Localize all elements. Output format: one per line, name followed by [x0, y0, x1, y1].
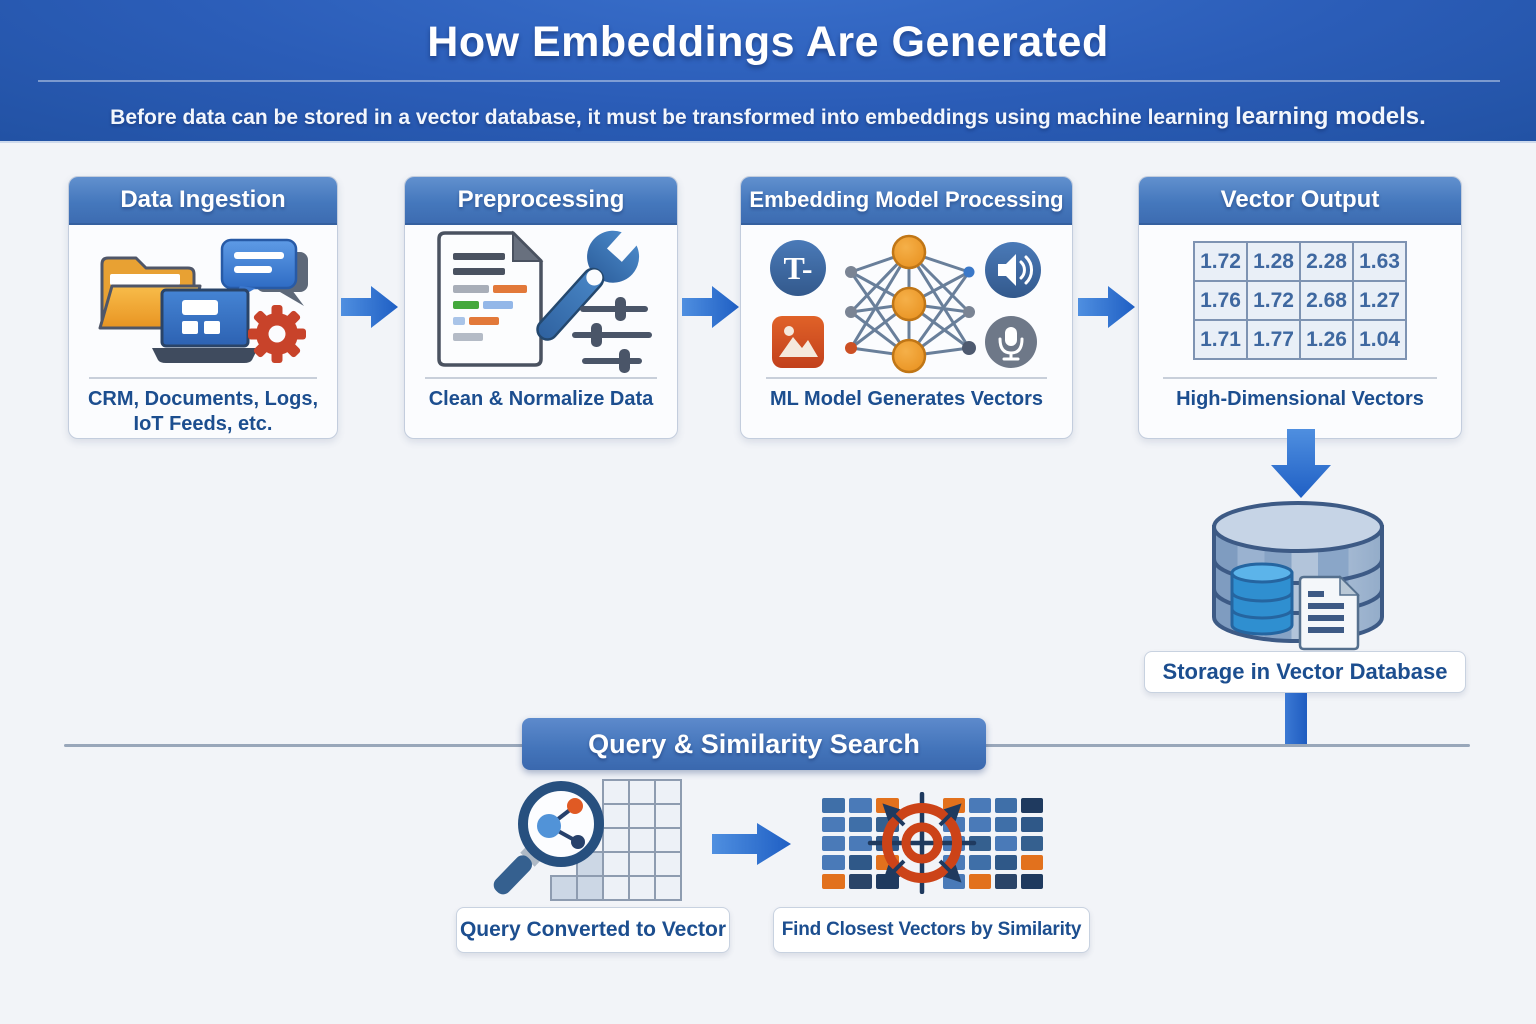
step-title-vector-output: Vector Output	[1139, 177, 1461, 225]
gear-icon	[248, 305, 306, 363]
step-box-data-ingestion: Data Ingestion	[68, 176, 338, 439]
step-caption-embedding-model: ML Model Generates Vectors	[769, 388, 1044, 410]
similarity-target-icon	[867, 792, 977, 894]
preprocessing-icons	[405, 225, 677, 377]
step-divider	[89, 377, 317, 379]
step-title-data-ingestion: Data Ingestion	[69, 177, 337, 225]
query-caption: Query Converted to Vector	[456, 907, 730, 953]
query-vector-icon	[493, 779, 682, 901]
step-box-embedding-model: Embedding Model Processing	[740, 176, 1073, 439]
vector-grid-icon	[550, 779, 682, 901]
arrow-down-icon	[1271, 429, 1331, 498]
page-header: How Embeddings Are Generated Before data…	[0, 0, 1536, 143]
storage-connector-line	[1285, 693, 1307, 746]
query-section-title: Query & Similarity Search	[588, 728, 920, 759]
query-section-banner: Query & Similarity Search	[522, 718, 986, 770]
wrench-icon	[536, 227, 645, 341]
microphone-icon	[984, 316, 1037, 368]
step-caption-vector-output: High-Dimensional Vectors	[1176, 388, 1424, 410]
similarity-caption: Find Closest Vectors by Similarity	[773, 907, 1090, 953]
laptop-icon	[152, 288, 258, 363]
page-subtitle: Before data can be stored in a vector da…	[0, 103, 1536, 131]
arrow-right-icon	[341, 286, 398, 328]
embedding-model-icons: T-	[741, 225, 1072, 377]
database-icon	[1212, 501, 1384, 651]
step-box-preprocessing: Preprocessing	[404, 176, 678, 439]
vector-matrix-left-icon	[822, 798, 899, 889]
audio-icon	[984, 242, 1041, 298]
inner-database-icon	[1230, 562, 1294, 636]
magnifier-icon	[493, 781, 604, 895]
data-ingestion-icons	[69, 225, 337, 377]
header-divider	[38, 80, 1500, 82]
step-divider	[765, 377, 1048, 379]
document-icon	[437, 230, 544, 367]
subtitle-text: Before data can be stored in a vector da…	[110, 106, 1236, 129]
stored-document-icon	[1298, 575, 1360, 651]
multimodal-model-icon: T-	[769, 234, 1041, 374]
step-divider	[1163, 377, 1437, 379]
svg-text:T-: T-	[783, 250, 812, 286]
clean-data-icon	[437, 227, 652, 373]
storage-caption: Storage in Vector Database	[1144, 651, 1466, 693]
subtitle-bold-text: learning models.	[1235, 103, 1426, 130]
share-nodes-icon	[537, 798, 585, 849]
arrow-right-icon	[1078, 286, 1135, 328]
similarity-caption-text: Find Closest Vectors by Similarity	[781, 919, 1082, 940]
storage-caption-text: Storage in Vector Database	[1162, 659, 1448, 684]
step-title-preprocessing: Preprocessing	[405, 177, 677, 225]
neural-network-icon	[844, 234, 976, 374]
text-icon: T-	[769, 240, 826, 296]
page-title: How Embeddings Are Generated	[427, 18, 1109, 66]
data-sources-icon	[98, 238, 308, 363]
arrow-right-icon	[682, 286, 739, 328]
image-icon	[771, 316, 824, 368]
step-title-embedding-model: Embedding Model Processing	[741, 177, 1072, 225]
arrow-right-icon	[712, 823, 791, 865]
step-divider	[425, 377, 657, 379]
step-caption-preprocessing: Clean & Normalize Data	[428, 388, 654, 410]
query-caption-text: Query Converted to Vector	[459, 918, 727, 941]
sliders-icon	[572, 297, 652, 373]
step-caption-data-ingestion: CRM, Documents, Logs, IoT Feeds, etc.	[87, 388, 318, 435]
